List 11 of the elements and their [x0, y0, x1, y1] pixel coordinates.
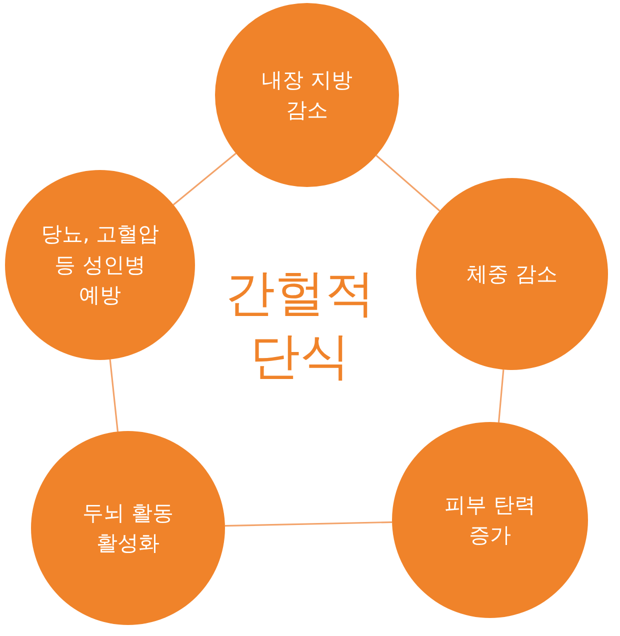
connector-line [376, 154, 440, 212]
connector-line [109, 359, 119, 432]
connector-line [172, 152, 236, 206]
benefit-text: 두뇌 활동 활성화 [82, 500, 174, 557]
connector-line [224, 521, 392, 527]
benefit-text: 내장 지방 감소 [260, 66, 354, 124]
benefit-text: 체중 감소 [466, 260, 558, 288]
center-title: 간헐적 단식 [224, 263, 376, 386]
connector-line [498, 370, 504, 422]
benefit-text: 당뇨, 고혈압 등 성인병 예방 [40, 221, 160, 310]
benefit-text: 피부 탄력 증가 [444, 492, 536, 549]
